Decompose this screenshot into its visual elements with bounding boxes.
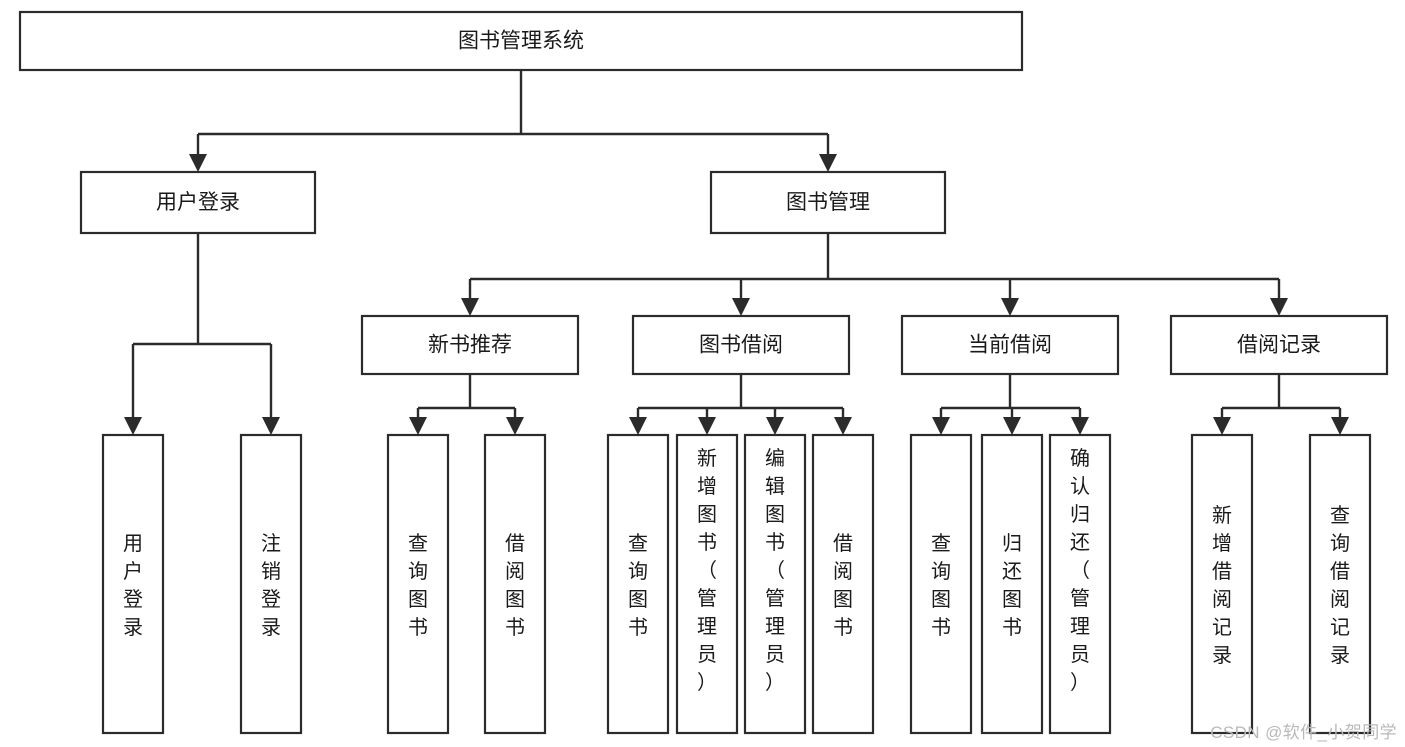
node-leaf-query-book-2[interactable]: 查询图书 [606,433,670,735]
arrow-head-icon [1003,417,1021,435]
node-current-borrow[interactable]: 当前借阅 [900,314,1120,376]
node-leaf-edit-book[interactable]: 编辑图书（管理员） [743,433,807,735]
arrow-head-icon [732,298,750,316]
node-label: 图书管理 [786,191,870,214]
node-box [1048,433,1112,735]
node-box [1169,314,1389,376]
node-label: 借阅记录 [1237,334,1321,357]
node-label: 新书推荐 [428,334,512,357]
node-leaf-user-login[interactable]: 用户登录 [101,433,165,735]
node-label: 查询图书 [628,532,648,639]
node-leaf-add-book[interactable]: 新增图书（管理员） [675,433,739,735]
arrow-head-icon [124,417,142,435]
node-box [1190,433,1254,735]
arrow-head-icon [698,417,716,435]
arrow-head-icon [506,417,524,435]
node-layer: 图书管理系统用户登录图书管理新书推荐图书借阅当前借阅借阅记录用户登录注销登录查询… [18,10,1389,735]
node-label: 确认归还（管理员） [1070,447,1090,694]
node-leaf-confirm-return[interactable]: 确认归还（管理员） [1048,433,1112,735]
node-box [631,314,851,376]
node-label: 新增图书（管理员） [697,447,717,694]
node-box [239,433,303,735]
arrow-head-icon [409,417,427,435]
node-leaf-query-book-3[interactable]: 查询图书 [909,433,973,735]
node-leaf-return-book[interactable]: 归还图书 [980,433,1044,735]
node-box [900,314,1120,376]
arrow-head-icon [834,417,852,435]
arrow-head-icon [766,417,784,435]
node-label: 图书管理系统 [458,30,584,53]
connector-layer [124,70,1349,435]
node-book-borrow[interactable]: 图书借阅 [631,314,851,376]
node-leaf-logout[interactable]: 注销登录 [239,433,303,735]
node-leaf-query-record[interactable]: 查询借阅记录 [1308,433,1372,735]
node-label: 借阅图书 [833,532,853,639]
node-leaf-borrow-book-1[interactable]: 借阅图书 [483,433,547,735]
node-label: 查询图书 [408,532,428,639]
node-box [101,433,165,735]
node-user-login[interactable]: 用户登录 [79,170,317,235]
node-box [811,433,875,735]
arrow-head-icon [1331,417,1349,435]
node-box [1308,433,1372,735]
node-label: 用户登录 [156,191,240,214]
node-label: 查询图书 [931,532,951,639]
arrow-head-icon [1071,417,1089,435]
node-box [483,433,547,735]
node-box [709,170,947,235]
node-label: 编辑图书（管理员） [765,447,785,694]
node-leaf-borrow-book-2[interactable]: 借阅图书 [811,433,875,735]
node-label: 新增借阅记录 [1212,504,1232,667]
node-label: 用户登录 [123,533,143,639]
node-box [606,433,670,735]
csdn-watermark: CSDN @软件_小贺同学 [1210,723,1397,742]
node-root[interactable]: 图书管理系统 [18,10,1024,72]
arrow-head-icon [461,298,479,316]
node-label: 借阅图书 [505,532,525,639]
node-label: 查询借阅记录 [1330,504,1350,667]
node-box [386,433,450,735]
node-label: 归还图书 [1002,532,1022,639]
node-leaf-add-record[interactable]: 新增借阅记录 [1190,433,1254,735]
node-borrow-record[interactable]: 借阅记录 [1169,314,1389,376]
node-leaf-query-book-1[interactable]: 查询图书 [386,433,450,735]
arrow-head-icon [262,417,280,435]
arrow-head-icon [1213,417,1231,435]
node-box [743,433,807,735]
node-box [909,433,973,735]
node-label: 当前借阅 [968,334,1052,357]
arrow-head-icon [1270,298,1288,316]
arrow-head-icon [932,417,950,435]
arrow-head-icon [629,417,647,435]
arrow-head-icon [819,154,837,172]
node-box [980,433,1044,735]
arrow-head-icon [1001,298,1019,316]
arrow-head-icon [189,154,207,172]
node-book-manage[interactable]: 图书管理 [709,170,947,235]
node-box [360,314,580,376]
node-box [18,10,1024,72]
node-label: 注销登录 [261,532,281,639]
node-label: 图书借阅 [699,334,783,357]
node-box [675,433,739,735]
node-new-book-rec[interactable]: 新书推荐 [360,314,580,376]
node-box [79,170,317,235]
